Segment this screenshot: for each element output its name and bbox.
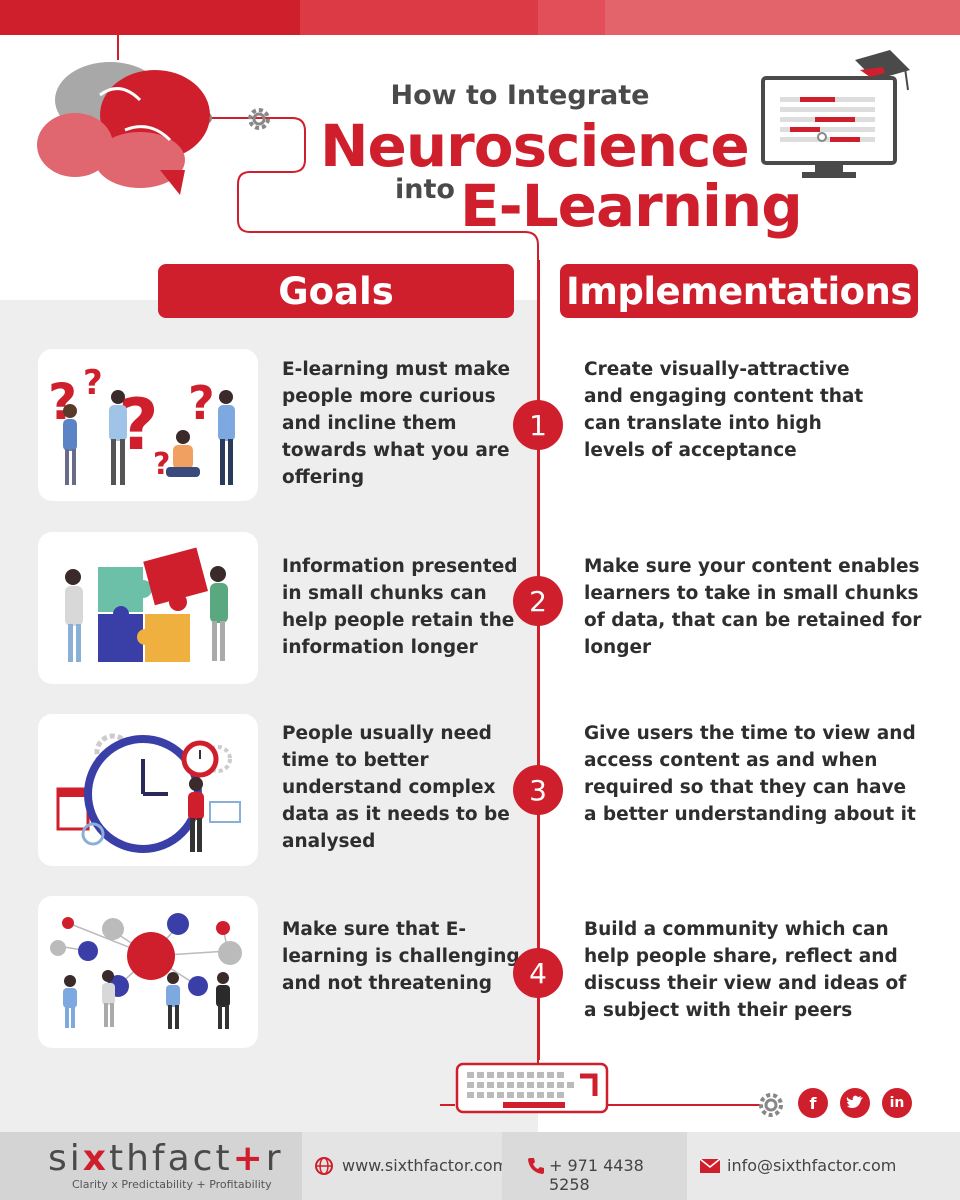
footer-brand-block: sixthfact+r Clarity x Predictability + P… [0,1132,302,1200]
clock-icon [56,733,241,853]
timeline-spine [537,260,540,1060]
gear-icon-bottom [759,1093,783,1117]
footer-email-block: info@sixthfactor.com [687,1132,960,1200]
gear-icon [248,108,270,130]
brain-icon [37,62,210,195]
illustration-card-1: ? ? ? ? ? [38,349,258,501]
globe-icon [315,1157,333,1175]
title-line-3-big: E-Learning [460,172,803,240]
implementation-text-1: Create visually-attractive and engaging … [584,359,864,461]
brand-logo: sixthfact+r [48,1138,284,1179]
email-link[interactable]: info@sixthfactor.com [727,1156,897,1175]
step-number-4: 4 [513,948,563,998]
step-number-1: 1 [513,400,563,450]
svg-text:?: ? [153,447,170,482]
title-line-3-small: into [395,174,455,205]
step-number-2: 2 [513,576,563,626]
footer-phone-block: + 971 4438 5258 [502,1132,687,1200]
footer: sixthfact+r Clarity x Predictability + P… [0,1132,960,1200]
footer-website-block: www.sixthfactor.com [302,1132,508,1200]
implementations-header: Implementations [560,264,918,318]
goal-text-2: Information presented in small chunks ca… [282,556,518,658]
svg-text:?: ? [83,363,103,403]
implementation-text-4: Build a community which can help people … [584,919,907,1021]
phone-icon [528,1158,544,1174]
goal-text-3: People usually need time to better under… [282,723,510,852]
mail-icon [699,1158,721,1173]
facebook-icon[interactable]: f [798,1088,828,1118]
goal-text-4: Make sure that E-learning is challenging… [282,919,520,994]
brand-tagline: Clarity x Predictability + Profitability [72,1178,272,1191]
title-line-2: Neuroscience [320,112,750,180]
illustration-card-4 [38,896,258,1048]
network-people-icon [50,913,242,1029]
step-number-3: 3 [513,765,563,815]
keyboard-icon [455,1062,609,1114]
linkedin-icon[interactable]: in [882,1088,912,1118]
website-link[interactable]: www.sixthfactor.com [342,1156,509,1175]
illustration-card-3 [38,714,258,866]
goals-header: Goals [158,264,514,318]
top-color-bar [0,0,960,35]
implementation-text-2: Make sure your content enables learners … [584,556,922,658]
illustration-card-2 [38,532,258,684]
implementation-text-3: Give users the time to view and access c… [584,723,916,825]
title-line-1: How to Integrate [390,80,650,111]
goal-text-1: E-learning must make people more curious… [282,359,511,488]
monitor-chart-icon [761,50,910,178]
puzzle-pieces-icon [65,547,228,662]
question-marks-people-icon: ? ? ? ? ? [48,363,235,485]
phone-number[interactable]: + 971 4438 5258 [549,1156,644,1194]
twitter-icon[interactable] [840,1088,870,1118]
svg-text:?: ? [188,376,215,430]
